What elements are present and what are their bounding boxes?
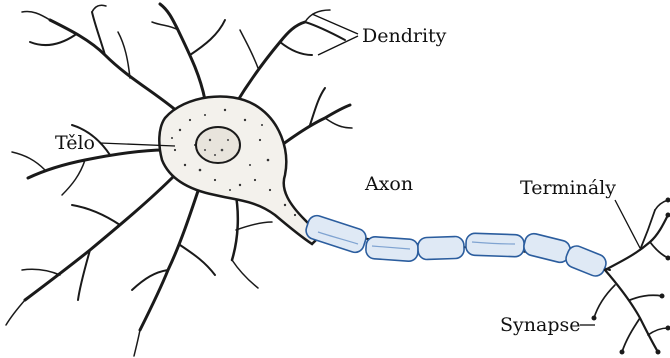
label-terminals: Terminály bbox=[520, 177, 616, 199]
leader-dendrites-1 bbox=[312, 14, 358, 34]
leader-dendrites-2 bbox=[318, 36, 358, 55]
nucleus bbox=[196, 127, 240, 163]
myelin-sheaths bbox=[304, 213, 609, 278]
soma bbox=[159, 96, 320, 244]
label-axon: Axon bbox=[364, 173, 413, 195]
leader-terminals bbox=[615, 200, 640, 248]
axon bbox=[304, 213, 610, 278]
label-synapse: Synapse bbox=[500, 314, 580, 336]
label-dendrites: Dendrity bbox=[362, 25, 447, 47]
axon-terminals bbox=[592, 198, 670, 354]
label-soma: Tělo bbox=[55, 132, 95, 154]
